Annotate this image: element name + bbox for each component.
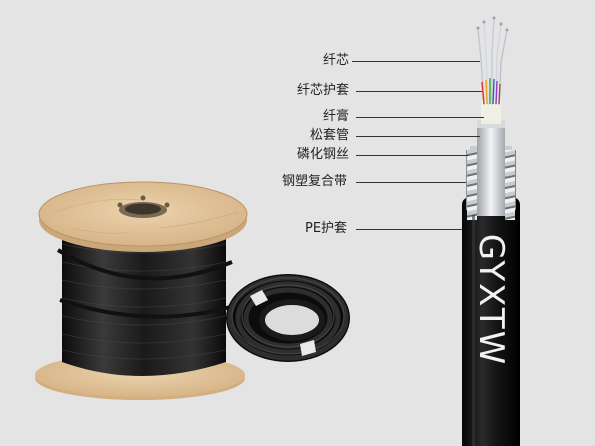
cable-coil	[226, 274, 350, 362]
cable-cutaway	[462, 16, 520, 446]
leader-loose-tube	[356, 136, 480, 137]
label-steel-tape: 钢塑复合带	[282, 174, 348, 189]
cable-model-text: GYXTW	[471, 233, 511, 367]
leader-steel-tape	[356, 182, 466, 183]
label-steel-wire: 磷化钢丝	[297, 147, 350, 162]
label-fiber-paste: 纤膏	[323, 109, 350, 124]
label-fiber-coating: 纤芯护套	[297, 83, 350, 98]
leader-fiber	[352, 61, 480, 62]
label-fiber: 纤芯	[323, 53, 350, 68]
label-pe-sheath: PE护套	[305, 221, 348, 236]
leader-fiber-paste	[356, 117, 484, 118]
leader-pe-sheath	[356, 229, 462, 230]
leader-fiber-coating	[356, 91, 482, 92]
label-loose-tube: 松套管	[310, 128, 350, 143]
leader-steel-wire	[356, 155, 468, 156]
cable-reel	[35, 181, 248, 400]
